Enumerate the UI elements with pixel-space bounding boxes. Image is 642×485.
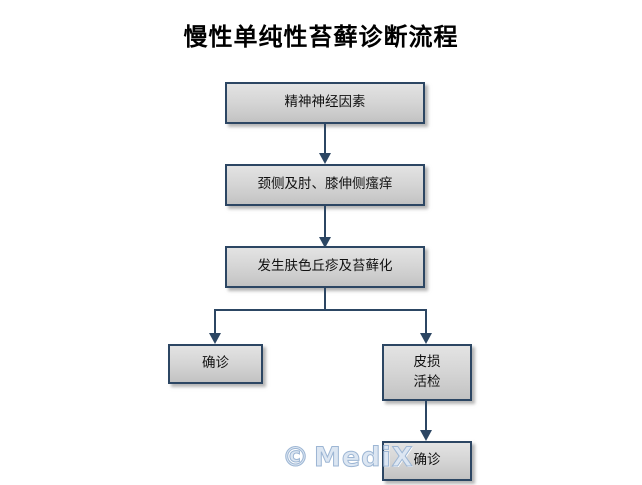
connector-n1-n2-arrowhead <box>319 153 331 164</box>
flow-node-label: 颈侧及肘、膝伸侧瘙痒 <box>257 176 393 193</box>
flow-node-label: 精神神经因素 <box>284 94 366 111</box>
flow-node-psychoneural-factors[interactable]: 精神神经因素 <box>225 82 425 124</box>
flow-node-lesion-biopsy[interactable]: 皮损 活检 <box>382 344 472 401</box>
flow-node-diagnosis-confirmed-bottom[interactable]: 确诊 <box>382 441 472 481</box>
flow-node-label-line2: 活检 <box>413 373 441 390</box>
connector-branch-left-arrowhead <box>209 333 221 344</box>
connector-n3-branch-bar <box>214 309 427 311</box>
flow-node-label: 发生肤色丘疹及苔藓化 <box>257 258 393 275</box>
connector-n2-n3-line <box>324 206 326 240</box>
connector-branch-right-arrowhead <box>420 333 432 344</box>
flow-node-skin-papules-lichenification[interactable]: 发生肤色丘疹及苔藓化 <box>225 246 425 288</box>
connector-branch-right-line <box>425 309 427 336</box>
connector-n5-n6-line <box>425 401 427 433</box>
copyright-icon: © <box>282 442 310 474</box>
flow-node-diagnosis-confirmed-left[interactable]: 确诊 <box>168 344 263 384</box>
flow-node-label-line1: 皮损 <box>413 353 441 370</box>
flow-node-pruritus-sites[interactable]: 颈侧及肘、膝伸侧瘙痒 <box>225 164 425 206</box>
connector-n2-n3-arrowhead <box>319 237 331 248</box>
page-title: 慢性单纯性苔藓诊断流程 <box>183 23 459 51</box>
connector-n1-n2-line <box>324 124 326 156</box>
connector-branch-left-line <box>214 309 216 336</box>
flow-node-label: 确诊 <box>202 355 229 372</box>
connector-n3-branch-stem <box>324 288 326 310</box>
flow-node-label: 确诊 <box>413 452 441 469</box>
connector-n5-n6-arrowhead <box>420 430 432 441</box>
